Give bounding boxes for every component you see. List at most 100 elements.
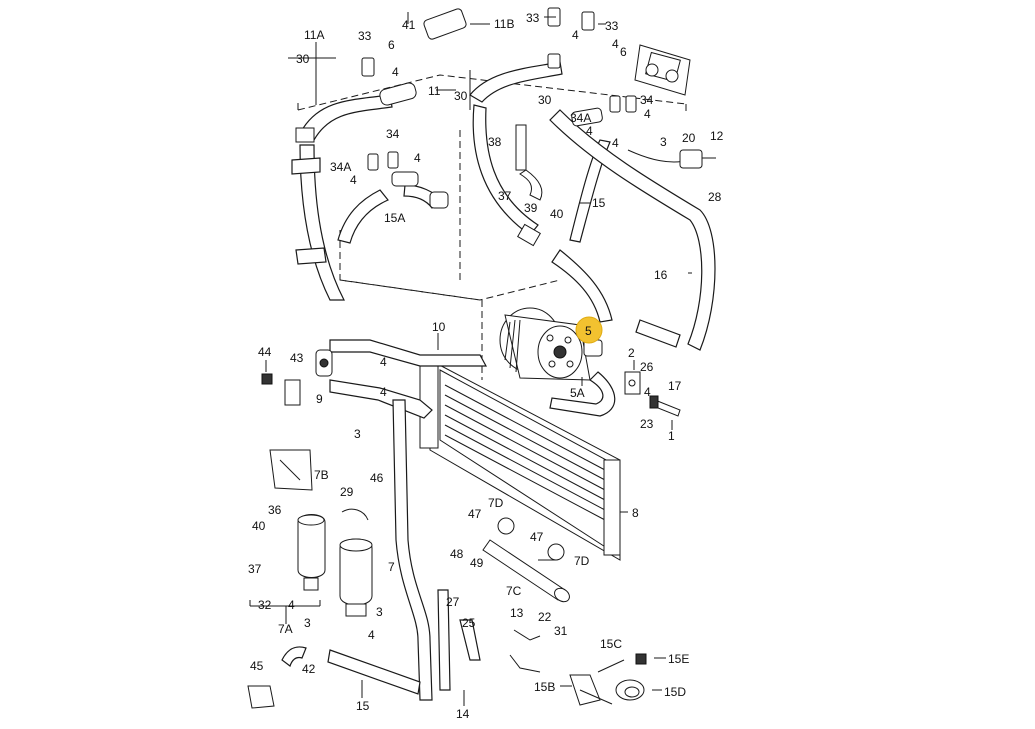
hose-assembly-11a[interactable] bbox=[291, 94, 393, 301]
pressure-switch-20[interactable] bbox=[627, 149, 716, 169]
hose-42[interactable] bbox=[281, 646, 307, 667]
bolt-1[interactable] bbox=[649, 395, 681, 417]
label-37: 37 bbox=[498, 189, 512, 203]
label-47: 47 bbox=[530, 530, 544, 544]
label-11a: 11A bbox=[304, 28, 324, 42]
label-7c: 7C bbox=[506, 584, 522, 598]
label-7d: 7D bbox=[574, 554, 590, 568]
label-34a: 34A bbox=[330, 160, 351, 174]
label-40: 40 bbox=[252, 519, 266, 533]
clip-15d[interactable] bbox=[615, 679, 645, 701]
label-7d: 7D bbox=[488, 496, 504, 510]
label-4: 4 bbox=[612, 136, 619, 150]
label-49: 49 bbox=[470, 556, 484, 570]
label-29: 29 bbox=[340, 485, 354, 499]
label-45: 45 bbox=[250, 659, 264, 673]
label-30: 30 bbox=[454, 89, 468, 103]
label-6: 6 bbox=[388, 38, 395, 52]
hose-assembly-right[interactable] bbox=[549, 109, 716, 351]
condenser-8[interactable] bbox=[419, 359, 621, 561]
label-4: 4 bbox=[586, 124, 593, 138]
bracket-38[interactable] bbox=[515, 124, 543, 201]
bracket-13-rod[interactable] bbox=[509, 629, 541, 673]
dryer-cartridge-7c[interactable] bbox=[482, 539, 572, 604]
label-7b: 7B bbox=[314, 468, 329, 482]
expansion-valve-6[interactable] bbox=[634, 44, 691, 96]
label-34: 34 bbox=[386, 127, 400, 141]
label-4: 4 bbox=[572, 28, 579, 42]
label-15d: 15D bbox=[664, 685, 686, 699]
dashed-reference-lines bbox=[297, 74, 687, 380]
label-14: 14 bbox=[456, 707, 470, 721]
label-13: 13 bbox=[510, 606, 524, 620]
label-3: 3 bbox=[304, 616, 311, 630]
clamp-29[interactable] bbox=[341, 508, 369, 521]
label-26: 26 bbox=[640, 360, 654, 374]
label-4: 4 bbox=[288, 598, 295, 612]
bracket-43[interactable] bbox=[261, 373, 301, 406]
label-3: 3 bbox=[376, 605, 383, 619]
label-44: 44 bbox=[258, 345, 272, 359]
label-4: 4 bbox=[380, 385, 387, 399]
label-43: 43 bbox=[290, 351, 304, 365]
label-16: 16 bbox=[654, 268, 668, 282]
label-6: 6 bbox=[620, 45, 627, 59]
label-46: 46 bbox=[370, 471, 384, 485]
bracket-15b[interactable] bbox=[569, 674, 613, 706]
label-4: 4 bbox=[414, 151, 421, 165]
label-25: 25 bbox=[462, 616, 476, 630]
line-14[interactable] bbox=[392, 399, 433, 701]
label-11: 11 bbox=[428, 84, 441, 98]
label-1: 1 bbox=[668, 429, 675, 443]
compressor[interactable] bbox=[499, 307, 616, 417]
label-3: 3 bbox=[354, 427, 361, 441]
label-4: 4 bbox=[612, 37, 619, 51]
label-10: 10 bbox=[432, 320, 446, 334]
label-4: 4 bbox=[368, 628, 375, 642]
receiver-dryer-7[interactable] bbox=[339, 538, 373, 617]
label-33: 33 bbox=[526, 11, 540, 25]
rubber-mount-9[interactable] bbox=[315, 349, 333, 377]
label-4: 4 bbox=[392, 65, 399, 79]
label-7: 7 bbox=[388, 560, 395, 574]
label-41: 41 bbox=[402, 18, 416, 32]
dryer-bracket-7b[interactable] bbox=[269, 449, 313, 491]
mounting-bracket-2[interactable] bbox=[624, 371, 641, 395]
label-39: 39 bbox=[524, 201, 538, 215]
label-15: 15 bbox=[592, 196, 606, 210]
label-4: 4 bbox=[350, 173, 357, 187]
receiver-dryer-7a[interactable] bbox=[297, 514, 326, 591]
clamp-7d[interactable] bbox=[497, 517, 565, 561]
label-30: 30 bbox=[538, 93, 552, 107]
hose-assembly-11[interactable] bbox=[469, 61, 563, 247]
label-15e: 15E bbox=[668, 652, 689, 666]
label-11b: 11B bbox=[494, 17, 514, 31]
hose-15-main[interactable] bbox=[551, 139, 613, 323]
label-23: 23 bbox=[640, 417, 654, 431]
label-28: 28 bbox=[708, 190, 722, 204]
label-33: 33 bbox=[605, 19, 619, 33]
label-36: 36 bbox=[268, 503, 282, 517]
leader-lines bbox=[249, 12, 692, 706]
label-38: 38 bbox=[488, 135, 502, 149]
label-31: 31 bbox=[554, 624, 568, 638]
label-47: 47 bbox=[468, 507, 482, 521]
label-32: 32 bbox=[258, 598, 272, 612]
label-15: 15 bbox=[356, 699, 370, 713]
label-9: 9 bbox=[316, 392, 323, 406]
label-27: 27 bbox=[446, 595, 460, 609]
label-15a: 15A bbox=[384, 211, 405, 225]
label-4: 4 bbox=[644, 385, 651, 399]
label-34: 34 bbox=[640, 93, 654, 107]
label-48: 48 bbox=[450, 547, 464, 561]
service-valve-cluster-top[interactable] bbox=[361, 7, 637, 209]
label-42: 42 bbox=[302, 662, 316, 676]
label-20: 20 bbox=[682, 131, 696, 145]
pipe-10[interactable] bbox=[329, 339, 488, 419]
valve-15c[interactable] bbox=[597, 653, 647, 673]
bracket-45[interactable] bbox=[247, 685, 275, 709]
label-15b: 15B bbox=[534, 680, 555, 694]
line-15-lower[interactable] bbox=[327, 589, 481, 695]
label-34a: 34A bbox=[570, 111, 591, 125]
